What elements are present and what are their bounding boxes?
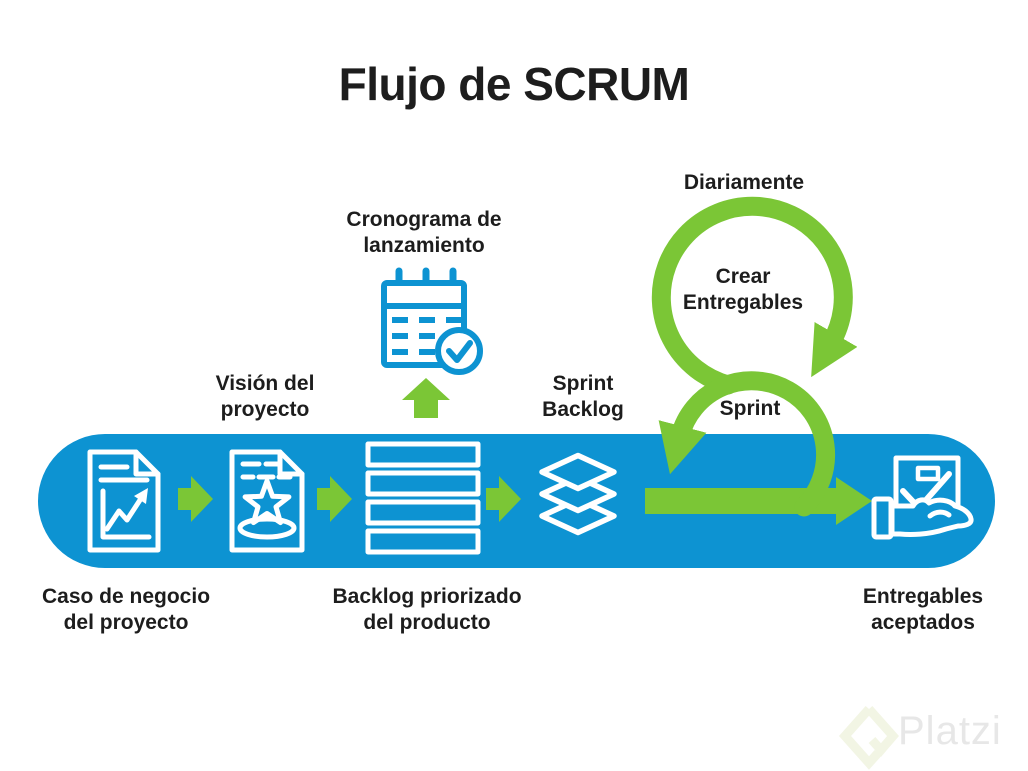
label-vision-proyecto: Visión del proyecto (215, 372, 315, 421)
watermark-brand-text: Platzi (898, 709, 1002, 753)
green-block-arrow-icon (178, 476, 213, 522)
label-backlog-priorizado: Backlog priorizado del producto (332, 585, 522, 634)
daily-loop-arrow-icon (651, 196, 858, 395)
label-entregables-aceptados: Entregables aceptados (862, 585, 984, 634)
document-star-icon (229, 449, 305, 553)
up-block-arrow-icon (402, 378, 450, 418)
label-sprint: Sprint (719, 397, 781, 420)
label-diariamente: Diariamente (683, 171, 805, 194)
platzi-logo-icon (838, 706, 899, 770)
backlog-bars-icon (365, 441, 481, 555)
layers-icon (539, 452, 617, 536)
label-sprint-backlog: Sprint Backlog (542, 372, 624, 421)
label-crear-entregables: Crear Entregables (682, 265, 804, 314)
sprint-loop-arrow-icon (658, 371, 836, 517)
label-cronograma-lanzamiento: Cronograma de lanzamiento (346, 208, 502, 257)
green-block-arrow-icon (486, 476, 521, 522)
label-caso-negocio: Caso de negocio del proyecto (41, 585, 211, 634)
green-block-arrow-icon (317, 476, 352, 522)
document-chart-icon (87, 449, 161, 553)
calendar-check-icon (381, 267, 483, 375)
hand-box-check-icon (871, 455, 974, 540)
page-title: Flujo de SCRUM (338, 58, 690, 110)
